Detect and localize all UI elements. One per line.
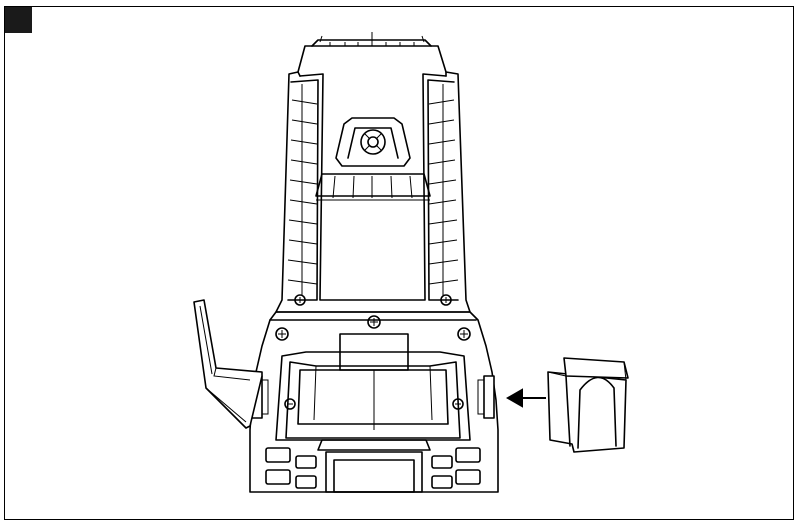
device-upper-tower [275, 32, 471, 313]
figure-frame [4, 6, 794, 520]
arrow-left-icon [505, 388, 546, 408]
device-lower-housing [249, 311, 499, 493]
accessory-clip [547, 357, 629, 453]
step-number-badge [5, 7, 32, 33]
left-extension-arm [193, 299, 263, 429]
